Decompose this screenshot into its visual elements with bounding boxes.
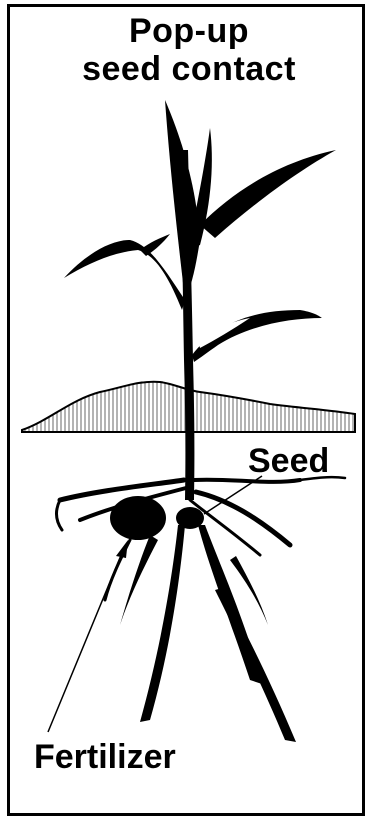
fertilizer-pointer <box>48 548 124 732</box>
seed-label: Seed <box>248 442 329 480</box>
fertilizer-label: Fertilizer <box>34 738 176 776</box>
leaf-left <box>64 240 185 310</box>
leaf-top-center <box>165 100 200 300</box>
leaf-middle-right-inner <box>198 318 250 348</box>
fertilizer-arrowhead <box>116 540 128 558</box>
root-right-lower <box>215 588 296 742</box>
root-system <box>56 477 345 600</box>
leaf-upper-right <box>200 150 336 238</box>
leaf-left-tip <box>140 234 170 256</box>
